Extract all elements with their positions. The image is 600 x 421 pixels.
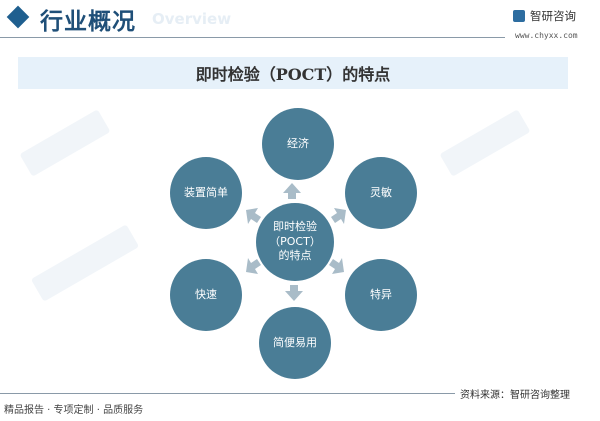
logo-text: 智研咨询 [530, 9, 576, 23]
node-label: 经济 [287, 136, 309, 150]
section-subtitle: Overview [152, 10, 232, 28]
node-easy-to-use: 简便易用 [259, 307, 331, 379]
logo: 智研咨询 [513, 8, 576, 24]
logo-icon [513, 10, 525, 22]
arrow-up-icon [283, 183, 301, 199]
page-title: 即时检验（POCT）的特点 [18, 57, 568, 89]
center-node: 即时检验 （POCT） 的特点 [256, 203, 334, 281]
center-label-line: 即时检验 [273, 219, 317, 233]
center-label-line: （POCT） [269, 234, 321, 248]
center-label-line: 的特点 [278, 249, 312, 263]
source-note: 资料来源：智研咨询整理 [460, 390, 570, 401]
node-sensitive: 灵敏 [345, 157, 417, 229]
node-specific: 特异 [345, 259, 417, 331]
arrow-down-icon [285, 285, 303, 301]
arrow-down-right-icon [329, 258, 344, 274]
arrow-down-left-icon [246, 258, 261, 274]
section-title: 行业概况 [40, 8, 136, 35]
node-simple-device: 装置简单 [170, 157, 242, 229]
node-fast: 快速 [170, 259, 242, 331]
node-label: 特异 [370, 287, 392, 301]
node-label: 快速 [195, 287, 217, 301]
logo-url: www.chyxx.com [515, 31, 578, 40]
node-label: 简便易用 [273, 335, 317, 349]
footer-divider [0, 393, 455, 394]
footer-slogan: 精品报告 · 专项定制 · 品质服务 [4, 405, 144, 416]
arrow-up-left-icon [246, 208, 261, 224]
arrow-up-right-icon [331, 208, 346, 224]
header-divider [0, 37, 505, 38]
node-label: 灵敏 [370, 185, 392, 199]
node-economy: 经济 [262, 108, 334, 180]
node-label: 装置简单 [184, 185, 228, 199]
